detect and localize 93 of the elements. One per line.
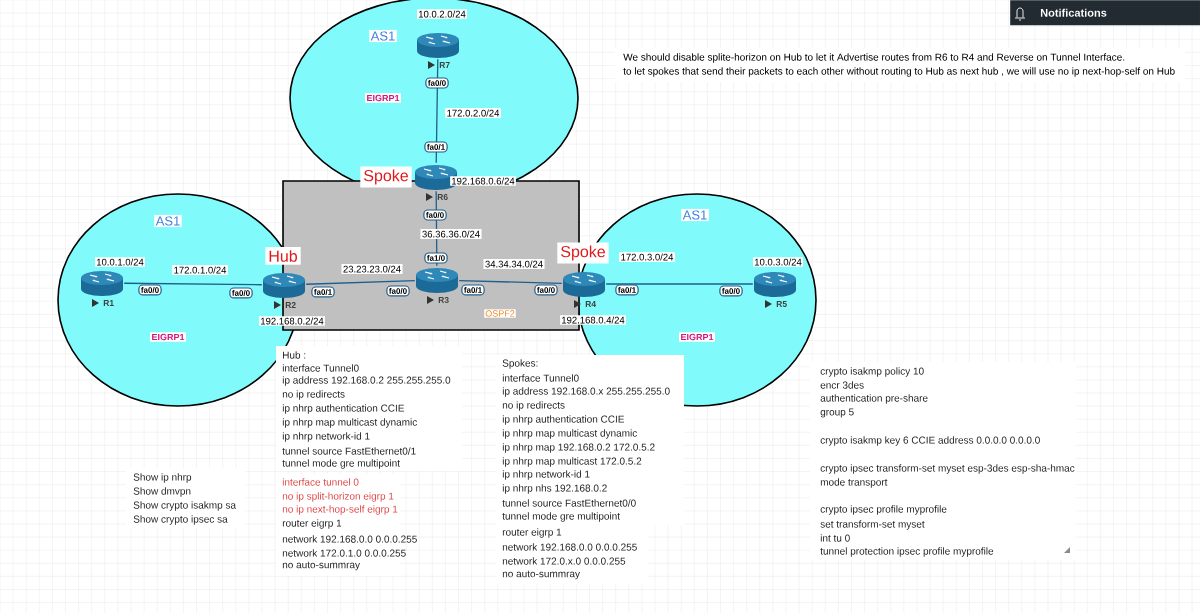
config-line: no auto-summray [282,561,360,571]
config-line: ip address 192.168.0.x 255.255.255.0 [502,387,670,397]
config-line: mode transport [820,478,888,488]
router-name: R6 [426,193,448,201]
link-line [435,58,439,164]
config-line: interface Tunnel0 [502,374,579,382]
config-line: ip nhrp nhs 192.168.0.2 [502,484,607,494]
router-name: R5 [765,300,787,308]
role-label: Hub [265,247,301,265]
protocol-label: EIGRP1 [679,332,715,342]
interface-badge: fa0/0 [423,209,447,221]
config-line: no ip split-horizon eigrp 1 [282,492,394,502]
interface-badge: fa0/1 [461,284,485,296]
config-line: crypto isakmp policy 10 [820,367,924,377]
subnet-label: 192.168.0.6/24 [450,176,516,186]
interface-badge: fa0/1 [615,284,639,296]
note-text: to let spokes that send their packets to each other without routing to Hub as next hub , we will use no ip next-hop-self on Hub [623,67,1175,77]
config-line: ip nhrp map 192.168.0.2 172.0.5.2 [502,443,655,453]
link-line [458,279,563,285]
interface-badge: fa0/1 [311,286,335,298]
subnet-label: 192.168.0.2/24 [259,316,325,326]
config-line: encr 3des [820,381,864,389]
config-line: tunnel mode gre multipoint [502,512,620,522]
edge-label: 172.0.3.0/24 [619,252,675,262]
config-line: int tu 0 [820,534,850,542]
config-line: ip nhrp network-id 1 [282,432,370,442]
config-line: no ip next-hop-self eigrp 1 [282,505,398,515]
config-line: group 5 [820,408,854,418]
command-line: Show crypto isakmp sa [133,501,236,511]
config-line: no ip redirects [282,390,345,400]
subnet-label: 10.0.3.0/24 [753,257,803,267]
interface-badge: fa0/0 [386,285,410,297]
config-line: ip nhrp network-id 1 [502,470,590,480]
interface-badge: fa0/0 [534,284,558,296]
subnet-label: 192.168.0.4/24 [560,315,626,325]
protocol-label: OSPF2 [484,309,516,318]
edge-label: 172.0.1.0/24 [172,265,228,275]
config-line: network 172.0.1.0 0.0.0.255 [282,549,406,557]
router-name: R2 [274,301,296,309]
role-label: Spoke [360,166,412,188]
config-line: interface tunnel 0 [282,478,359,486]
router-name: R3 [427,296,449,304]
link-line [123,282,263,286]
config-line: Spokes: [502,359,538,369]
config-line: crypto ipsec profile myprofile [820,505,947,515]
command-line: Show dmvpn [133,487,191,497]
config-line: network 192.168.0.0 0.0.0.255 [282,535,417,543]
edge-label: 23.23.23.0/24 [341,264,403,274]
router-name: R1 [92,299,114,307]
protocol-label: EIGRP1 [365,93,401,103]
interface-badge: fa1/0 [424,252,448,264]
protocol-label: EIGRP1 [150,332,186,342]
config-line: ip nhrp map multicast dynamic [282,418,417,428]
config-line: router eigrp 1 [502,528,562,538]
config-line: network 192.168.0.0 0.0.0.255 [502,543,637,551]
config-line: ip nhrp map multicast 172.0.5.2 [502,457,642,467]
interface-badge: fa0/0 [229,287,253,299]
link-line [305,280,416,285]
subnet-label: 10.0.1.0/24 [95,257,145,267]
config-line: no auto-summray [502,570,580,580]
interface-badge: fa0/0 [138,284,162,296]
command-line: Show ip nhrp [133,473,192,483]
config-line: ip nhrp map multicast dynamic [502,429,637,439]
interface-badge: fa0/0 [719,285,743,297]
router-name: R7 [428,61,450,69]
config-line: Hub : [283,351,306,359]
config-line: tunnel source FastEthernet0/0 [502,499,636,507]
router-name: R4 [574,300,597,308]
config-line: crypto ipsec transform-set myset esp-3des esp-sha-hmac [820,464,1075,474]
edge-label: 36.36.36.0/24 [420,229,482,239]
config-line: tunnel mode gre multipoint [282,459,400,469]
config-line: crypto isakmp key 6 CCIE address 0.0.0.0 0.0.0.0 [820,436,1040,446]
edge-label: 34.34.34.0/24 [483,259,545,269]
interface-badge: fa0/0 [425,77,449,89]
config-line: ip nhrp authentication CCIE [282,404,405,414]
config-line: set transform-set myset [820,520,925,530]
config-line: ip address 192.168.0.2 255.255.255.0 [282,376,451,386]
note-text: We should disable splite-horizon on Hub to let it Advertise routes from R6 to R4 and Reverse on Tunnel Interface. [623,53,1125,63]
subnet-label: 10.0.2.0/24 [417,9,467,19]
config-line: no ip redirects [502,401,565,411]
config-line: authentication pre-share [820,394,928,404]
interface-badge: fa0/1 [424,141,448,153]
command-line: Show crypto ipsec sa [133,515,228,525]
config-line: router eigrp 1 [282,519,342,529]
config-line: ip nhrp authentication CCIE [502,415,625,425]
config-line: tunnel protection ipsec profile myprofile [820,547,994,557]
config-line: interface Tunnel0 [282,364,359,372]
role-label: Spoke [557,242,609,264]
link-line [605,283,754,285]
config-line: tunnel source FastEthernet0/1 [282,447,416,455]
config-line: network 172.0.x.0 0.0.0.255 [502,557,626,565]
notification-bar: Notifications [1010,0,1200,26]
edge-label: 172.0.2.0/24 [445,108,501,118]
